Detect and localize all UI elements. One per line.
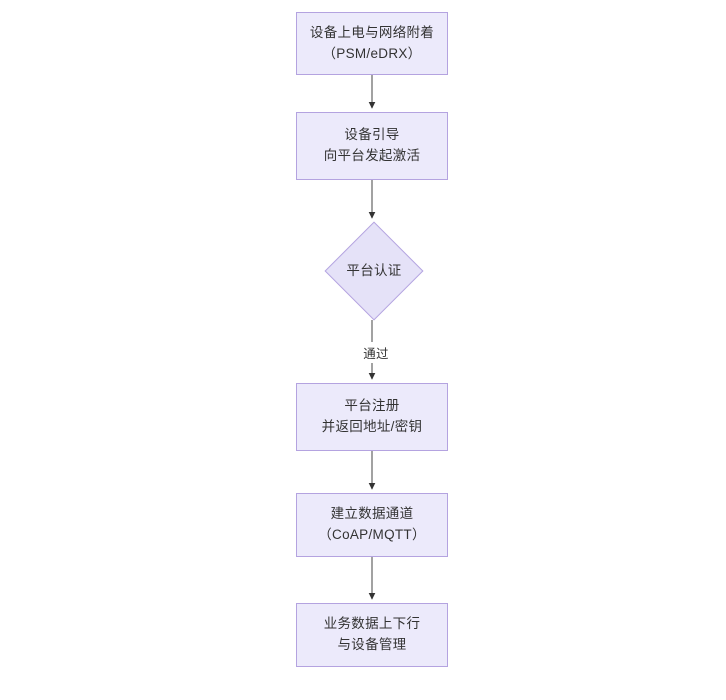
node-data-channel[interactable]: 建立数据通道 （CoAP/MQTT） <box>296 493 448 557</box>
node-platform-register-label: 平台注册 并返回地址/密钥 <box>321 398 423 434</box>
node-platform-auth[interactable]: 平台认证 <box>324 221 424 321</box>
node-power-on[interactable]: 设备上电与网络附着 （PSM/eDRX） <box>296 12 448 75</box>
node-power-on-label: 设备上电与网络附着 （PSM/eDRX） <box>309 24 435 61</box>
node-platform-auth-label: 平台认证 <box>346 262 402 278</box>
node-bootstrap-label: 设备引导 向平台发起激活 <box>323 127 421 163</box>
node-bootstrap[interactable]: 设备引导 向平台发起激活 <box>296 112 448 180</box>
node-data-channel-label: 建立数据通道 （CoAP/MQTT） <box>318 506 426 542</box>
node-business-data[interactable]: 业务数据上下行 与设备管理 <box>296 603 448 667</box>
edge-label-pass: 通过 <box>352 342 400 363</box>
node-business-data-label: 业务数据上下行 与设备管理 <box>323 616 421 652</box>
node-platform-register[interactable]: 平台注册 并返回地址/密钥 <box>296 383 448 451</box>
